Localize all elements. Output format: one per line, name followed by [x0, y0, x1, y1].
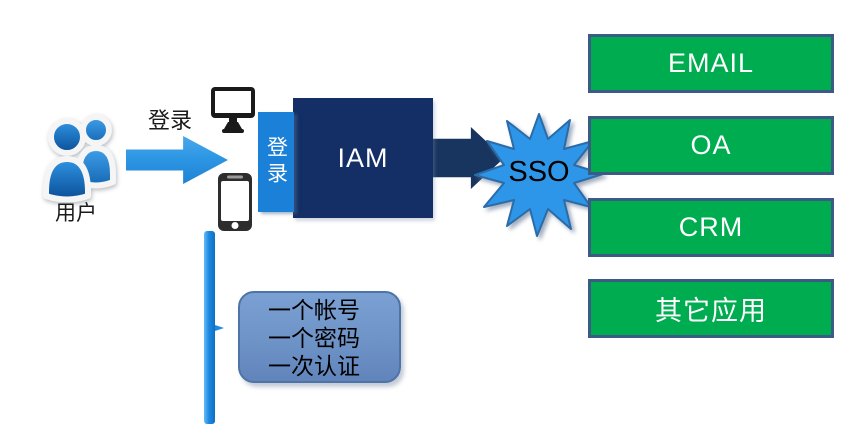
login-gateway-bar: 登录	[258, 112, 294, 212]
app-crm-label: CRM	[678, 212, 744, 242]
user-label: 用户	[55, 202, 97, 225]
users-icon	[43, 114, 116, 202]
note-line-3: 一次认证	[268, 353, 360, 379]
app-box-crm: CRM	[588, 198, 834, 257]
iam-label: IAM	[337, 142, 389, 173]
app-email-label: EMAIL	[667, 48, 755, 78]
sso-label: SSO	[508, 156, 570, 188]
login-gateway-label: 登录	[264, 136, 288, 188]
app-box-oa: OA	[588, 116, 834, 175]
app-oa-label: OA	[690, 130, 732, 160]
smartphone-icon	[218, 173, 252, 231]
bracket-bar	[204, 231, 215, 424]
login-arrow-label: 登录	[147, 108, 192, 133]
app-box-other-apps: 其它应用	[588, 279, 834, 338]
note-line-2: 一个密码	[268, 325, 360, 351]
desktop-monitor-icon	[211, 87, 255, 133]
note-line-1: 一个帐号	[268, 297, 360, 323]
app-other-label: 其它应用	[655, 296, 767, 326]
note-box: 一个帐号 一个密码 一次认证	[238, 291, 401, 383]
iam-box: IAM	[293, 98, 433, 218]
bracket-tick	[215, 325, 224, 331]
app-box-email: EMAIL	[588, 34, 834, 93]
login-arrow	[126, 136, 228, 184]
